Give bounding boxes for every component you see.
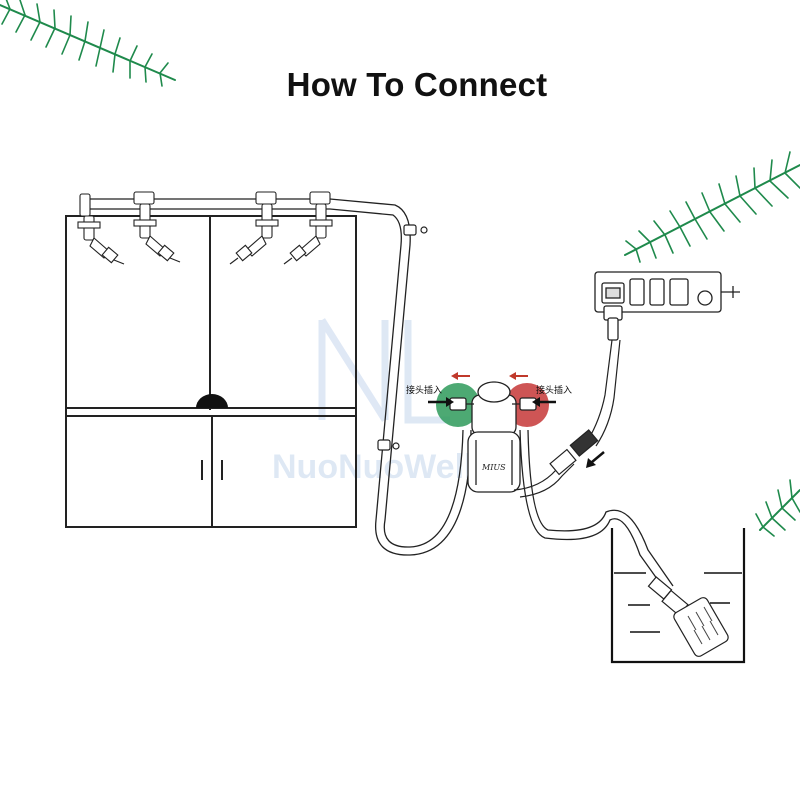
flow-arrow-icon xyxy=(451,372,470,380)
pipe-clip xyxy=(377,224,428,451)
flow-arrow-icon xyxy=(532,397,556,407)
outlet-connector-label: 接头插入 xyxy=(536,384,572,396)
watermark-text: NuoNuoWell xyxy=(272,448,473,486)
flow-arrow-icon xyxy=(428,397,454,407)
flow-arrow-icon xyxy=(509,372,528,380)
power-strip-icon xyxy=(594,271,740,341)
mist-pipe xyxy=(84,198,472,556)
pine-branch-icon xyxy=(0,0,176,87)
inlet-connector-label: 接头插入 xyxy=(406,384,442,396)
water-container xyxy=(610,528,746,664)
water-surface xyxy=(614,572,742,633)
mist-nozzle-icon xyxy=(77,193,125,265)
mist-nozzle-icon xyxy=(133,191,181,263)
pump-icon xyxy=(449,381,537,493)
pine-branch-icon xyxy=(624,151,800,263)
mist-nozzle-icon xyxy=(283,191,333,265)
mist-nozzle-icon xyxy=(229,191,279,265)
watermark-logo xyxy=(318,318,450,424)
shelf-support xyxy=(196,394,228,408)
cable-connector xyxy=(549,429,599,476)
cabinet xyxy=(65,215,357,528)
suction-tube xyxy=(519,429,674,591)
page-title: How To Connect xyxy=(286,66,548,103)
filter-icon xyxy=(647,576,729,657)
flow-arrow-icon xyxy=(586,451,605,468)
pine-branch-icon xyxy=(755,479,800,537)
pump-brand-mark: MIUS xyxy=(481,463,506,472)
